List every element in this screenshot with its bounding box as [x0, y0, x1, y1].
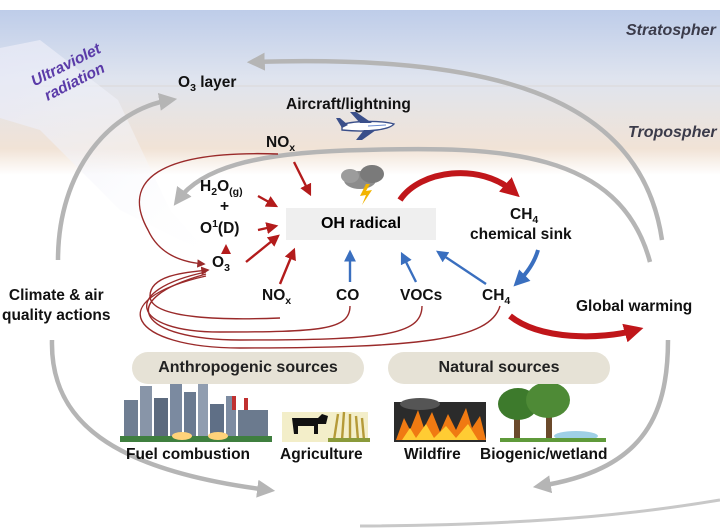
city-icon: [120, 378, 272, 442]
cycle-arrow-top: [246, 52, 665, 241]
co-label: CO: [336, 287, 360, 304]
biogenic-wetland-label: Biogenic/wetland: [480, 446, 608, 463]
cycle-arrow-right-down: [532, 339, 671, 494]
wildfire-icon: [394, 398, 486, 442]
arrow-ch4-oh: [436, 250, 487, 285]
arrow-vocs-oh: [400, 251, 418, 283]
oh-radical-box: OH radical: [286, 208, 436, 240]
nox-top-label: NOx: [266, 134, 296, 155]
cycle-arrow-left-up: [55, 92, 178, 261]
airplane-icon: [336, 112, 396, 140]
trees-wetland-icon: [498, 382, 606, 442]
uv-beam: [0, 40, 210, 255]
feedback-curve-2: [146, 271, 351, 333]
arrow-o1d-oh: [257, 222, 279, 234]
climate-actions-label: Climate & air quality actions: [2, 286, 111, 326]
arrow-oh-sink: [397, 170, 520, 202]
agriculture-label: Agriculture: [280, 446, 363, 463]
feedback-curve-top: [138, 152, 279, 268]
storm-cloud-icon: [341, 165, 384, 205]
ch4-sink-label: CH4: [510, 206, 539, 227]
ch4-label: CH4: [482, 287, 511, 308]
cycle-arrow-left-down: [49, 339, 276, 498]
h2o-label: H2O(g): [200, 178, 243, 199]
arrow-nox-top-oh: [292, 161, 312, 197]
o1d-label: O1(D): [200, 218, 240, 238]
grain-icon: [328, 411, 370, 442]
feedback-curve-4: [139, 275, 501, 349]
anthropogenic-sources-pill: Anthropogenic sources: [132, 352, 364, 384]
cow-icon: [282, 412, 368, 442]
feedback-curve-3: [147, 273, 423, 341]
o3-label: O3: [212, 254, 230, 275]
stratosphere-label: Stratospher: [626, 22, 716, 39]
climate-line2: quality actions: [2, 307, 111, 324]
vocs-label: VOCs: [400, 287, 443, 304]
aircraft-lightning-label: Aircraft/lightning: [286, 96, 411, 113]
global-warming-label: Global warming: [576, 298, 693, 315]
troposphere-label: Tropospher: [628, 124, 717, 141]
natural-sources-pill: Natural sources: [388, 352, 610, 384]
nox-label: NOx: [262, 287, 292, 308]
climate-line1: Climate & air: [8, 287, 104, 304]
feedback-curve-1: [149, 266, 281, 320]
plus-label: +: [220, 198, 230, 215]
wildfire-label: Wildfire: [404, 446, 461, 463]
arrow-nox-oh: [278, 247, 296, 285]
arrow-ch4-warming: [508, 313, 644, 343]
arrow-h2o-oh: [257, 194, 279, 208]
arrow-o3-oh: [245, 234, 280, 263]
arrow-sink-ch4: [513, 249, 540, 287]
cycle-arrow-bottom: [359, 498, 720, 528]
ozone-layer-label: O3 layer: [178, 74, 237, 95]
fuel-combustion-label: Fuel combustion: [126, 446, 250, 463]
chemical-sink-label: chemical sink: [470, 226, 572, 243]
cycle-arrow-trop: [173, 146, 653, 263]
